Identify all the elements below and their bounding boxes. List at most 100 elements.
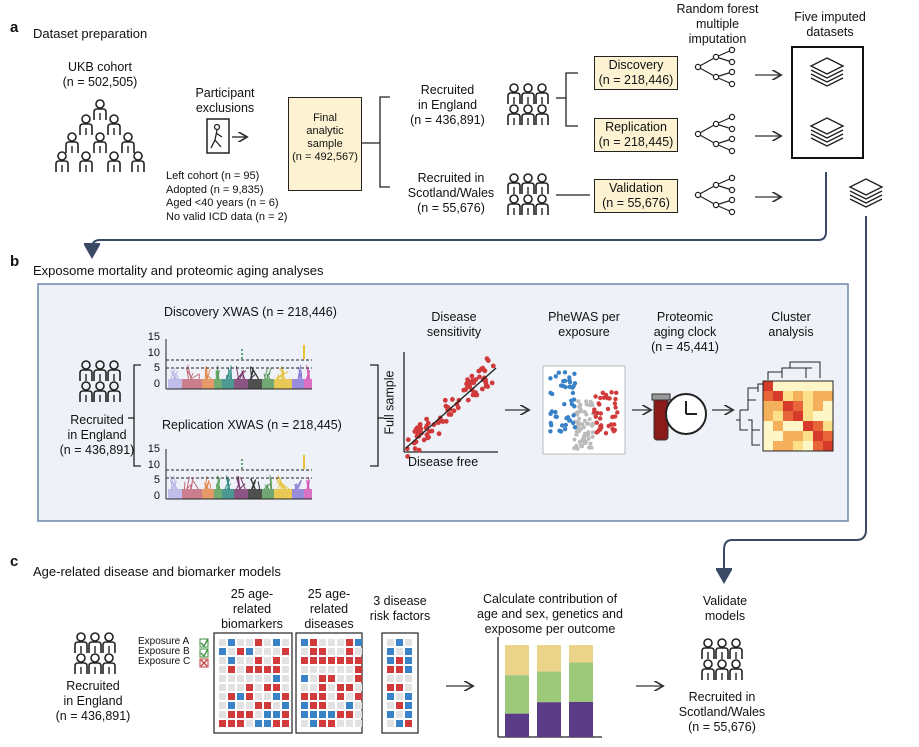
scatter-point (455, 405, 461, 411)
grid-cell (237, 702, 244, 709)
grid-cell (319, 639, 326, 646)
heatmap-cell (793, 421, 803, 431)
volcano-point (582, 418, 587, 423)
grid-cell (219, 693, 226, 700)
volcano-point (567, 384, 572, 389)
grid-cell (255, 684, 262, 691)
grid-cell (319, 675, 326, 682)
grid-cell (301, 702, 308, 709)
scatter-point (436, 431, 442, 437)
volcano-point (590, 423, 595, 428)
grid-cell (387, 693, 394, 700)
grid-cell (255, 666, 262, 673)
manhattan-segment (304, 489, 312, 499)
manhattan-spike (224, 478, 231, 490)
bar-segment-age-sex (505, 645, 529, 676)
disease-free-axis-label: Disease free (408, 455, 479, 469)
manhattan-spike (205, 479, 210, 490)
england-group-icon-c (75, 633, 115, 674)
grid-cell (319, 711, 326, 718)
disease-grid (301, 639, 362, 727)
heatmap-cell (763, 381, 773, 391)
manhattan-segment (168, 379, 182, 389)
scatter-point (448, 412, 454, 417)
heatmap-cell (763, 391, 773, 401)
grid-cell (228, 720, 235, 727)
scatter-point (490, 363, 496, 369)
grid-cell (310, 702, 317, 709)
grid-cell (355, 720, 362, 727)
contribution-stacked-bars (505, 645, 593, 737)
manhattan-spike (236, 482, 240, 490)
grid-cell (301, 711, 308, 718)
grid-cell (396, 648, 403, 655)
grid-cell (219, 720, 226, 727)
volcano-point (613, 405, 618, 410)
grid-cell (282, 711, 289, 718)
grid-cell (273, 639, 280, 646)
grid-cell (405, 702, 412, 709)
ukb-cohort-label: UKB cohort (68, 60, 132, 74)
grid-cell (246, 648, 253, 655)
replication-xwas-title: Replication XWAS (n = 218,445) (162, 418, 342, 432)
volcano-point (605, 395, 610, 401)
grid-cell (301, 720, 308, 727)
manhattan-spike (217, 477, 221, 490)
grid-cell (355, 666, 362, 673)
grid-cell (319, 684, 326, 691)
grid-cell (387, 666, 394, 673)
grid-cell (337, 639, 344, 646)
volcano-point (599, 425, 604, 430)
heatmap-cell (763, 411, 773, 421)
grid-cell (246, 720, 253, 727)
scatter-point (461, 387, 467, 393)
grid-cell (301, 657, 308, 664)
scatter-point (442, 397, 448, 403)
full-sample-axis-label: Full sample (382, 370, 397, 435)
manhattan-segment (304, 379, 312, 389)
scatter-point (424, 416, 429, 422)
volcano-point (577, 404, 582, 409)
grid-cell (264, 675, 271, 682)
bar-segment-exposome (569, 701, 593, 737)
volcano-point (598, 411, 603, 416)
heatmap-cell (793, 411, 803, 421)
scatter-point (485, 384, 491, 389)
heatmap-cell (783, 411, 793, 421)
volcano-point (569, 402, 575, 407)
grid-cell (346, 693, 353, 700)
scatter-point (421, 437, 427, 443)
scatter-point (405, 454, 410, 459)
validation-box: Validation(n = 55,676) (594, 179, 678, 213)
scatter-point (416, 447, 422, 453)
grid-cell (246, 693, 253, 700)
manhattan-spike (225, 367, 233, 380)
heatmap-border (762, 380, 834, 452)
ukb-crowd-icon (55, 99, 145, 173)
grid-cell (310, 675, 317, 682)
volcano-point (601, 395, 607, 400)
grid-cell (337, 666, 344, 673)
volcano-point (572, 371, 577, 376)
volcano-point (584, 399, 589, 404)
grid-cell (310, 693, 317, 700)
grid-cell (396, 702, 403, 709)
manhattan-segment (202, 379, 214, 389)
grid-cell (273, 720, 280, 727)
manhattan-segment (214, 489, 222, 499)
grid-cell (337, 720, 344, 727)
heatmap-cell (773, 391, 783, 401)
grid-cell (237, 639, 244, 646)
volcano-point (609, 390, 614, 395)
grid-cell (282, 702, 289, 709)
manhattan-spike (308, 370, 311, 380)
manhattan-spike (239, 483, 246, 490)
england-group-icon (508, 84, 548, 125)
manhattan-segment (262, 489, 274, 499)
manhattan-segment (262, 379, 274, 389)
volcano-point (572, 437, 577, 442)
manhattan-spike (187, 365, 192, 380)
scatter-point (412, 429, 418, 434)
grid-cell (396, 684, 403, 691)
